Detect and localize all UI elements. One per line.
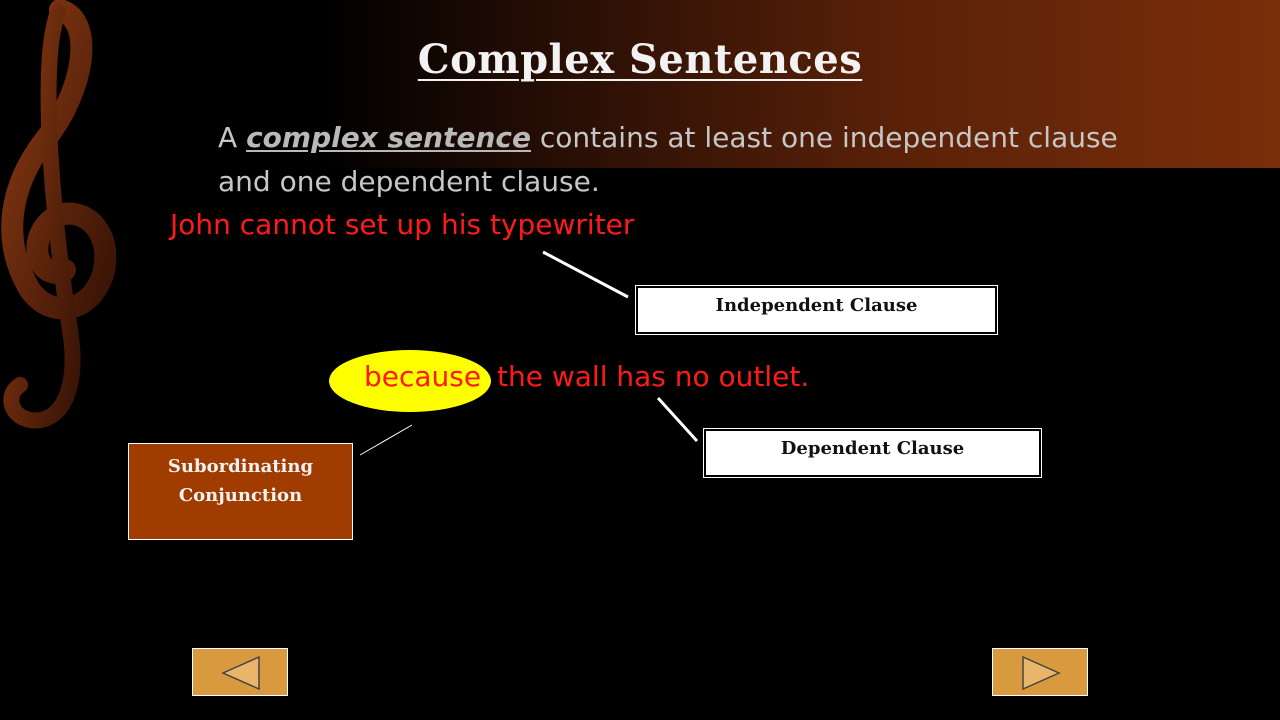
dependent-clause-text: the wall has no outlet. xyxy=(497,360,810,393)
triangle-left-icon xyxy=(221,655,260,691)
dependent-clause-label: Dependent Clause xyxy=(703,428,1042,478)
dependent-clause-label-text: Dependent Clause xyxy=(780,438,965,459)
next-slide-button[interactable] xyxy=(992,648,1088,696)
subordinating-conjunction-label: Subordinating Conjunction xyxy=(128,443,353,540)
independent-connector-line xyxy=(542,250,629,299)
subordinating-label-line1: Subordinating xyxy=(167,456,314,477)
previous-slide-button[interactable] xyxy=(192,648,288,696)
conjunction-highlight xyxy=(329,350,491,412)
independent-clause-label: Independent Clause xyxy=(635,285,998,335)
dependent-connector-line xyxy=(656,396,699,443)
definition-prefix: A xyxy=(218,121,247,154)
page-title-text: Complex Sentences xyxy=(417,36,863,83)
treble-clef-icon xyxy=(1,0,117,429)
page-title: Complex Sentences xyxy=(0,36,1280,83)
conjunction-connector-line xyxy=(359,424,413,456)
independent-clause-text: John cannot set up his typewriter xyxy=(170,208,635,241)
conjunction-text: because xyxy=(364,360,482,393)
definition-term-link[interactable]: complex sentence xyxy=(246,121,531,154)
independent-clause-label-text: Independent Clause xyxy=(715,295,918,316)
subordinating-label-line2: Conjunction xyxy=(178,485,303,506)
definition-text: A complex sentence contains at least one… xyxy=(218,116,1118,204)
title-banner xyxy=(0,0,1280,168)
triangle-right-icon xyxy=(1022,655,1061,691)
definition-suffix: contains at least one independent clause… xyxy=(218,121,1118,198)
